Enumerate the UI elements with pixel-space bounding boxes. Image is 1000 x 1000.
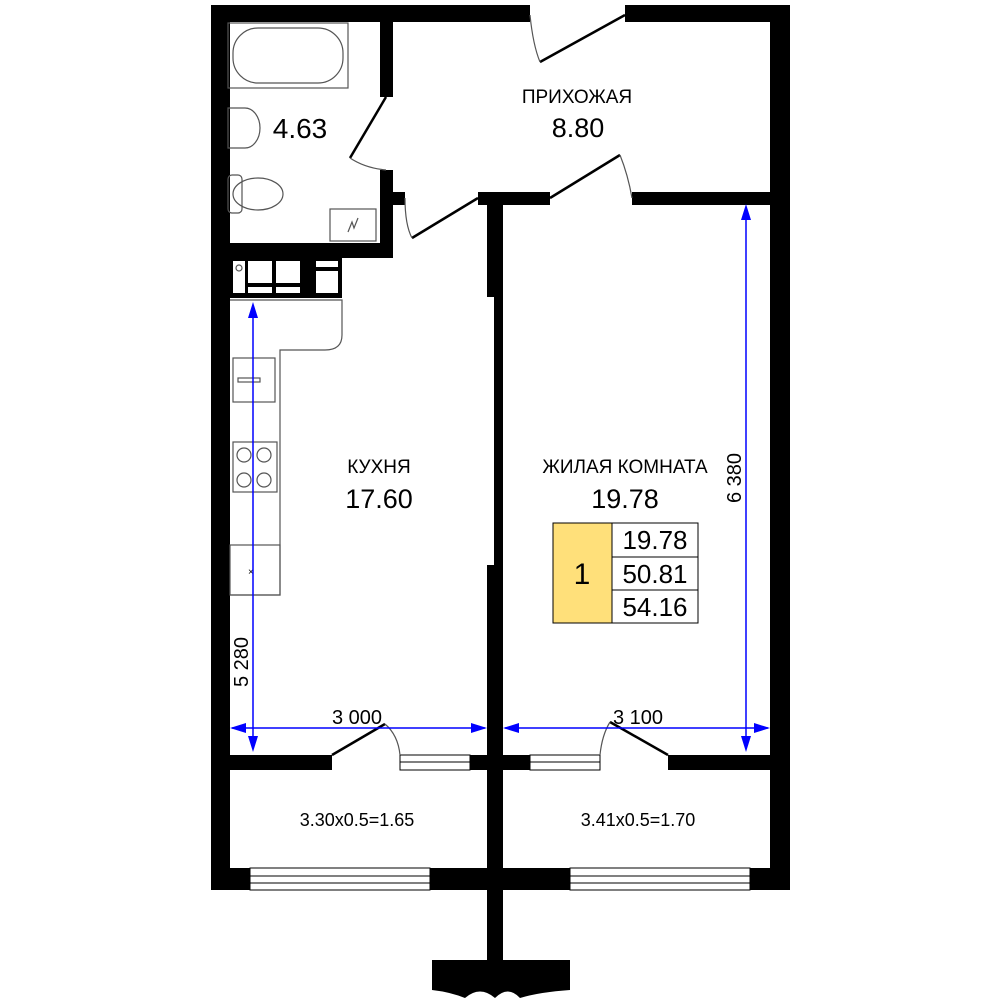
doors: [331, 13, 669, 757]
summary-usable-area: 50.81: [622, 559, 687, 589]
dimension-kitchen-length: 5 280: [231, 637, 253, 687]
dimension-living-length: 6 380: [724, 453, 746, 503]
hallway-area: 8.80: [552, 113, 605, 143]
living-room-area: 19.78: [591, 484, 659, 514]
kitchen-counter: ×: [229, 299, 343, 596]
summary-living-area: 19.78: [622, 525, 687, 555]
utility-niches: [230, 258, 342, 298]
rooms-count: 1: [574, 558, 591, 591]
toilet: [227, 174, 284, 214]
windows: [249, 754, 751, 891]
svg-text:×: ×: [248, 567, 254, 578]
living-room-name: ЖИЛАЯ КОМНАТА: [542, 457, 708, 478]
kitchen-name: КУХНЯ: [347, 457, 410, 478]
summary-total-area: 54.16: [622, 592, 687, 622]
washing-machine: [329, 208, 377, 242]
dimension-lines: [230, 204, 770, 752]
balcony-right-formula: 3.41x0.5=1.70: [581, 810, 696, 830]
area-summary: [552, 522, 699, 624]
balcony-left-formula: 3.30x0.5=1.65: [300, 810, 415, 830]
kitchen-area: 17.60: [345, 484, 413, 514]
sink-bathroom: [227, 107, 261, 149]
dimension-kitchen-width: 3 000: [332, 707, 382, 729]
dimension-living-width: 3 100: [613, 707, 663, 729]
bathtub: [227, 22, 349, 89]
walls: [211, 5, 790, 998]
hallway-name: ПРИХОЖАЯ: [522, 87, 632, 108]
bathroom-area: 4.63: [273, 113, 328, 144]
